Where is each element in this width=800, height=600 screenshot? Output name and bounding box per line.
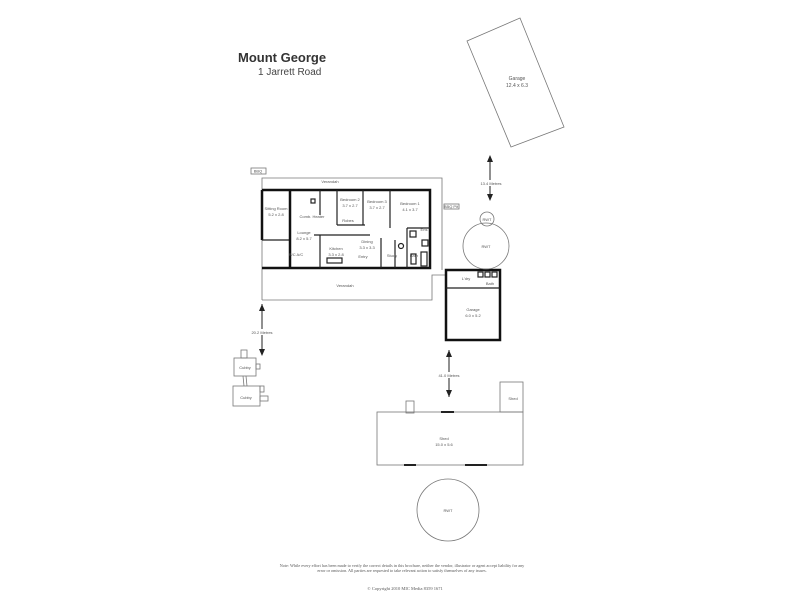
rainwater-tanks: RWT RWT bbox=[462, 211, 510, 270]
attached-garage: L'dry Bath Garage 6.0 x 5.2 bbox=[444, 268, 502, 342]
property-title: Mount George bbox=[238, 50, 327, 65]
room-label-bed3: Bedroom 3 bbox=[367, 199, 387, 204]
room-label-ens: Ens bbox=[421, 227, 428, 232]
distance-cubby-label: 20.2 Metres bbox=[251, 330, 272, 335]
distance-shed-label: 41.0 Metres bbox=[438, 373, 459, 378]
bbq-pit-label: BBQ Pit bbox=[444, 204, 459, 209]
room-size-bed1: 4.1 x 3.7 bbox=[402, 207, 418, 212]
veranda-top-label: Verandah bbox=[321, 179, 338, 184]
bottom-rwt: RWT bbox=[416, 478, 480, 542]
cubby-2-label: Cubby bbox=[240, 395, 252, 400]
detached-garage-size: 12.4 x 6.3 bbox=[506, 83, 528, 89]
room-size-sitting: 5.2 x 2.8 bbox=[268, 212, 284, 217]
room-label-bed1: Bedroom 1 bbox=[400, 201, 420, 206]
room-label-heater: Comb. Heater bbox=[300, 214, 326, 219]
room-label-kitchen: Kitchen bbox=[329, 246, 342, 251]
rwt-large-label: RWT bbox=[481, 244, 491, 249]
detached-garage-label: Garage bbox=[509, 76, 526, 82]
room-label-bath2: Bath bbox=[486, 281, 494, 286]
veranda-bottom-label: Verandah bbox=[336, 283, 353, 288]
distance-garage-label: 13.4 Metres bbox=[480, 181, 501, 186]
room-label-entry: Entry bbox=[358, 254, 367, 259]
room-label-robes: Robes bbox=[342, 218, 354, 223]
veranda: BBQ BBQ Pit Verandah Verandah bbox=[250, 167, 460, 301]
room-size-garage: 6.0 x 5.2 bbox=[465, 313, 481, 318]
sheds: Shed Shed 15.0 x 5.6 bbox=[376, 381, 524, 466]
disclaimer-note: Note: While every effort has been made t… bbox=[279, 563, 525, 573]
distance-arrow-cubby: 20.2 Metres bbox=[248, 304, 276, 356]
distance-arrow-shed: 41.0 Metres bbox=[435, 350, 463, 397]
room-size-lounge: 8.2 x 5.7 bbox=[296, 236, 312, 241]
shed-large-size: 15.0 x 5.6 bbox=[435, 442, 453, 447]
copyright: © Copyright 2010 MIC Media 8359 1671 bbox=[367, 586, 443, 591]
rwt-small-label: RWT bbox=[482, 217, 492, 222]
cubby-1-label: Cubby bbox=[239, 365, 251, 370]
room-size-bed3: 3.7 x 2.7 bbox=[369, 205, 385, 210]
room-label-study: Study bbox=[387, 253, 397, 258]
room-label-bed2: Bedroom 2 bbox=[340, 197, 360, 202]
room-label-sitting: Sitting Room bbox=[265, 206, 289, 211]
shed-large-label: Shed bbox=[439, 436, 448, 441]
cubbies: Cubby Cubby bbox=[232, 349, 269, 407]
distance-arrow-garage: 13.4 Metres bbox=[477, 155, 505, 201]
house: Sitting Room 5.2 x 2.8 Lounge 8.2 x 5.7 … bbox=[260, 188, 432, 270]
shed-small-label: Shed bbox=[508, 396, 517, 401]
room-label-garage: Garage bbox=[466, 307, 480, 312]
detached-garage: Garage 12.4 x 6.3 bbox=[466, 17, 565, 148]
room-size-bed2: 3.7 x 2.7 bbox=[342, 203, 358, 208]
bbq-label: BBQ bbox=[254, 169, 262, 174]
room-label-laundry: L'dry bbox=[462, 276, 471, 281]
rwt-bottom-label: RWT bbox=[443, 508, 453, 513]
room-size-dining: 3.3 x 3.3 bbox=[359, 245, 375, 250]
room-label-rcac: R/C A/C bbox=[289, 252, 304, 257]
room-label-dining: Dining bbox=[361, 239, 372, 244]
room-size-kitchen: 3.3 x 2.8 bbox=[328, 252, 344, 257]
property-address: 1 Jarrett Road bbox=[258, 67, 322, 78]
room-label-bath: Bath bbox=[410, 253, 418, 258]
room-label-lounge: Lounge bbox=[297, 230, 311, 235]
